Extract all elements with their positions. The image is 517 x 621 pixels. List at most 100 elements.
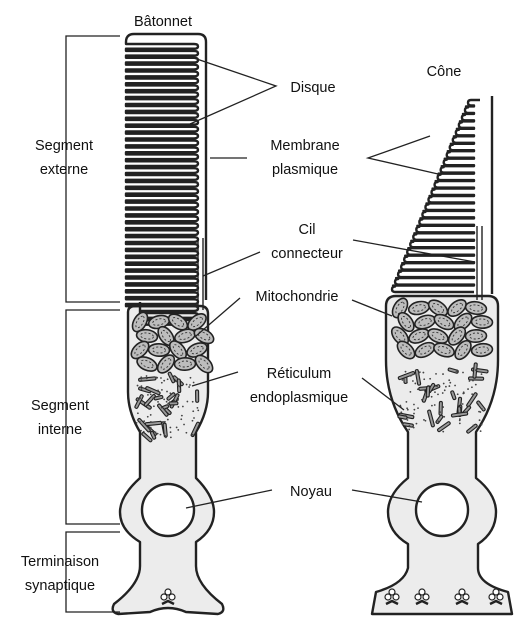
vesicle	[489, 594, 495, 600]
ribosome-dot	[188, 386, 190, 388]
ribosome-dot	[462, 403, 464, 405]
ribosome-dot	[459, 422, 461, 424]
vesicle	[497, 594, 503, 600]
ribosome-dot	[136, 422, 138, 424]
ribosome-dot	[170, 436, 172, 438]
ribosome-dot	[180, 418, 182, 420]
ribosome-dot	[407, 409, 409, 411]
ribosome-dot	[434, 391, 436, 393]
mitochondrion-shape	[148, 343, 170, 356]
vesicle	[161, 594, 167, 600]
ribosome-dot	[429, 378, 431, 380]
cone-connecting-cilium	[477, 226, 482, 300]
ribosome-dot	[448, 379, 450, 381]
reticulum-fragment	[196, 390, 199, 402]
cone-title: Cône	[427, 64, 462, 80]
ribosome-dot	[140, 430, 142, 432]
ribosome-dot	[185, 432, 187, 434]
ribosome-dot	[417, 388, 419, 390]
ribosome-dot	[445, 386, 447, 388]
ribosome-dot	[425, 420, 427, 422]
ribosome-dot	[443, 383, 445, 385]
vesicle	[169, 594, 175, 600]
ribosome-dot	[481, 408, 483, 410]
ribosome-dot	[153, 405, 155, 407]
ribosome-dot	[436, 385, 438, 387]
ribosome-dot	[463, 391, 465, 393]
ribosome-dot	[471, 393, 473, 395]
ribosome-dot	[197, 407, 199, 409]
ribosome-dot	[431, 396, 433, 398]
ribosome-dot	[475, 384, 477, 386]
ribosome-dot	[164, 421, 166, 423]
ribosome-dot	[456, 369, 458, 371]
ribosome-dot	[481, 373, 483, 375]
nucleus-label: Noyau	[290, 484, 332, 500]
ribosome-dot	[469, 380, 471, 382]
ribosome-dot	[146, 377, 148, 379]
ribosome-dot	[161, 407, 163, 409]
ribosome-dot	[163, 380, 165, 382]
ribosome-dot	[175, 380, 177, 382]
inner-segment-label-line2: interne	[38, 422, 82, 438]
ribosome-dot	[408, 425, 410, 427]
rod-disc-stack	[126, 34, 206, 325]
ribosome-dot	[157, 389, 159, 391]
reticulum-label-line2: endoplasmique	[250, 390, 348, 406]
ribosome-dot	[147, 394, 149, 396]
ribosome-dot	[405, 401, 407, 403]
ribosome-dot	[422, 372, 424, 374]
ribosome-dot	[412, 374, 414, 376]
ribosome-dot	[173, 400, 175, 402]
ribosome-dot	[442, 373, 444, 375]
ribosome-dot	[186, 384, 188, 386]
ribosome-dot	[177, 406, 179, 408]
ribosome-dot	[434, 404, 436, 406]
ribosome-dot	[410, 375, 412, 377]
ribosome-dot	[155, 431, 157, 433]
ribosome-dot	[421, 399, 423, 401]
ribosome-dot	[150, 427, 152, 429]
ribosome-dot	[192, 434, 194, 436]
ribosome-dot	[169, 427, 171, 429]
mitochondrion-shape	[471, 315, 493, 328]
ribosome-dot	[157, 401, 159, 403]
ribosome-dot	[455, 372, 457, 374]
ribosome-dot	[164, 409, 166, 411]
ribosome-dot	[479, 411, 481, 413]
ribosome-dot	[414, 383, 416, 385]
reticulum-fragment	[426, 386, 430, 397]
ribosome-dot	[408, 429, 410, 431]
mitochondrion-shape	[174, 357, 195, 370]
ribosome-dot	[444, 389, 446, 391]
ribosome-dot	[165, 437, 167, 439]
ribosome-dot	[182, 406, 184, 408]
ribosome-dot	[405, 415, 407, 417]
ribosome-dot	[146, 375, 148, 377]
vesicle	[393, 594, 399, 600]
ribosome-dot	[416, 423, 418, 425]
ribosome-dot	[407, 419, 409, 421]
ribosome-dot	[163, 398, 165, 400]
ribosome-dot	[472, 380, 474, 382]
ribosome-dot	[459, 418, 461, 420]
membrane-label-line2: plasmique	[272, 162, 338, 178]
ribosome-dot	[141, 388, 143, 390]
vesicle	[463, 594, 469, 600]
ribosome-dot	[437, 393, 439, 395]
ribosome-dot	[443, 416, 445, 418]
ribosome-dot	[183, 424, 185, 426]
ribosome-dot	[150, 393, 152, 395]
ribosome-dot	[442, 392, 444, 394]
ribosome-dot	[471, 386, 473, 388]
ribosome-dot	[413, 404, 415, 406]
ribosome-dot	[192, 410, 194, 412]
cilium-leader-rod	[203, 252, 260, 276]
ribosome-dot	[170, 431, 172, 433]
cone-nucleus	[416, 484, 468, 536]
ribosome-dot	[177, 399, 179, 401]
ribosome-dot	[167, 403, 169, 405]
ribosome-dot	[435, 373, 437, 375]
ribosome-dot	[413, 413, 415, 415]
ribosome-dot	[454, 385, 456, 387]
